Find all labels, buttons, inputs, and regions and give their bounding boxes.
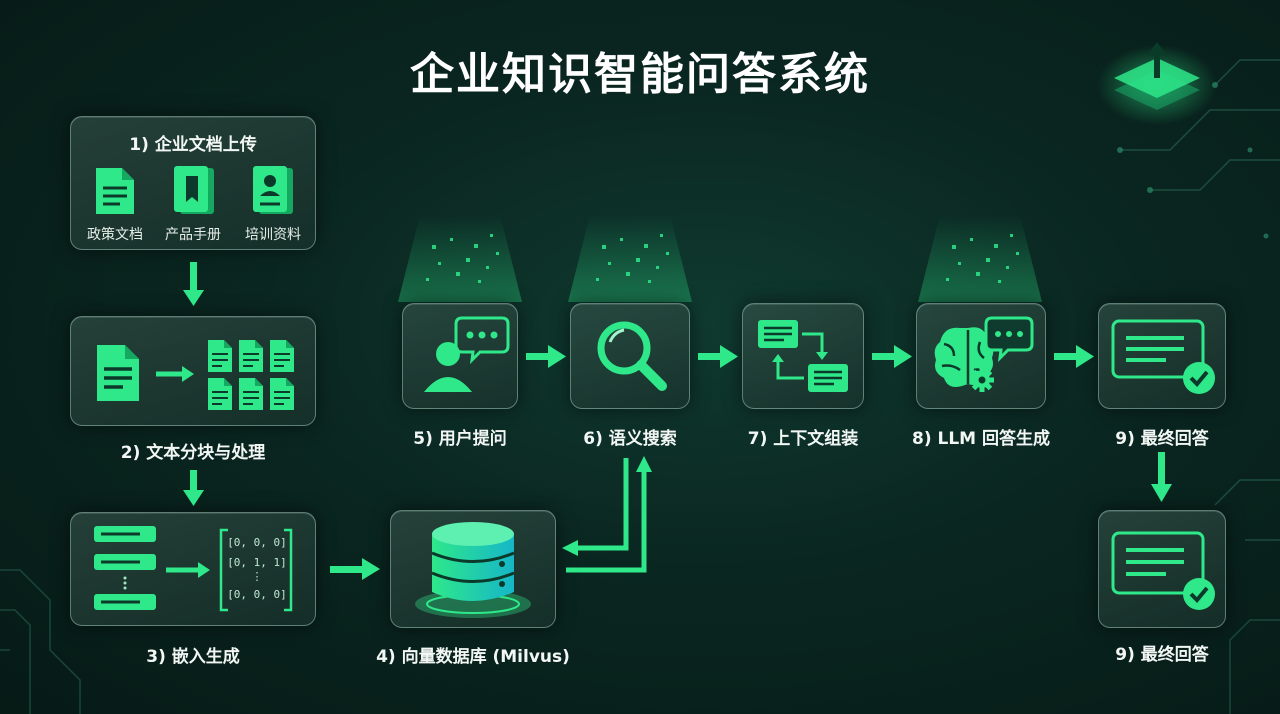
arrow-answer-down bbox=[1158, 452, 1165, 486]
split-arrow-icon bbox=[156, 366, 194, 382]
product-manual-label: 产品手册 bbox=[165, 227, 221, 243]
llm-label: 8) LLM 回答生成 bbox=[911, 429, 1051, 449]
upload-label: 1) 企业文档上传 bbox=[129, 135, 257, 155]
database-icon bbox=[415, 522, 531, 618]
embedding-label: 3) 嵌入生成 bbox=[146, 647, 240, 667]
arrow-embed-to-db bbox=[330, 566, 364, 573]
page-title: 企业知识智能问答系统 bbox=[410, 49, 870, 100]
user-question-icon bbox=[424, 316, 510, 392]
context-label: 7) 上下文组装 bbox=[747, 429, 859, 449]
chunk-bars-icon bbox=[94, 526, 156, 610]
user-question-label: 5) 用户提问 bbox=[413, 429, 507, 449]
chunking-label: 2) 文本分块与处理 bbox=[120, 443, 266, 463]
arrow-search-to-db bbox=[576, 458, 629, 551]
policy-doc-icon bbox=[96, 168, 134, 214]
arrow-db-to-search bbox=[566, 470, 647, 573]
vector-row-2: [0, 1, 1] bbox=[227, 556, 287, 569]
policy-doc-label: 政策文档 bbox=[87, 227, 143, 243]
final-answer-label-top: 9) 最终回答 bbox=[1115, 429, 1209, 449]
vector-row-ellipsis: ⋮ bbox=[251, 570, 263, 583]
upload-stack-icon bbox=[1097, 42, 1217, 125]
vector-bracket-icon bbox=[219, 528, 293, 612]
arrow-llm-to-answer bbox=[1054, 353, 1078, 360]
context-assembly-icon bbox=[758, 320, 848, 392]
source-document-icon bbox=[97, 345, 139, 401]
vector-db-label: 4) 向量数据库 (Milvus) bbox=[376, 647, 570, 667]
vector-row-3: [0, 0, 0] bbox=[227, 588, 287, 601]
text-chunks-icon bbox=[208, 340, 294, 410]
brain-ai-icon bbox=[934, 316, 1034, 392]
arrow-context-to-llm bbox=[872, 353, 896, 360]
vector-row-1: [0, 0, 0] bbox=[227, 536, 287, 549]
arrow-search-to-context bbox=[698, 353, 722, 360]
semantic-search-label: 6) 语义搜索 bbox=[583, 429, 677, 449]
semantic-search-card bbox=[570, 303, 690, 409]
arrow-chunk-to-embed bbox=[190, 470, 197, 492]
product-manual-icon bbox=[174, 166, 214, 214]
magnifier-icon bbox=[597, 321, 667, 391]
arrow-question-to-search bbox=[526, 353, 550, 360]
embed-arrow-icon bbox=[166, 562, 210, 578]
training-material-icon bbox=[253, 166, 293, 214]
answer-check-icon bbox=[1111, 319, 1215, 394]
arrow-upload-to-chunk bbox=[190, 262, 197, 292]
training-material-label: 培训资料 bbox=[245, 227, 301, 243]
answer-check-icon-bottom bbox=[1111, 531, 1215, 610]
final-answer-label-bottom: 9) 最终回答 bbox=[1115, 645, 1209, 665]
